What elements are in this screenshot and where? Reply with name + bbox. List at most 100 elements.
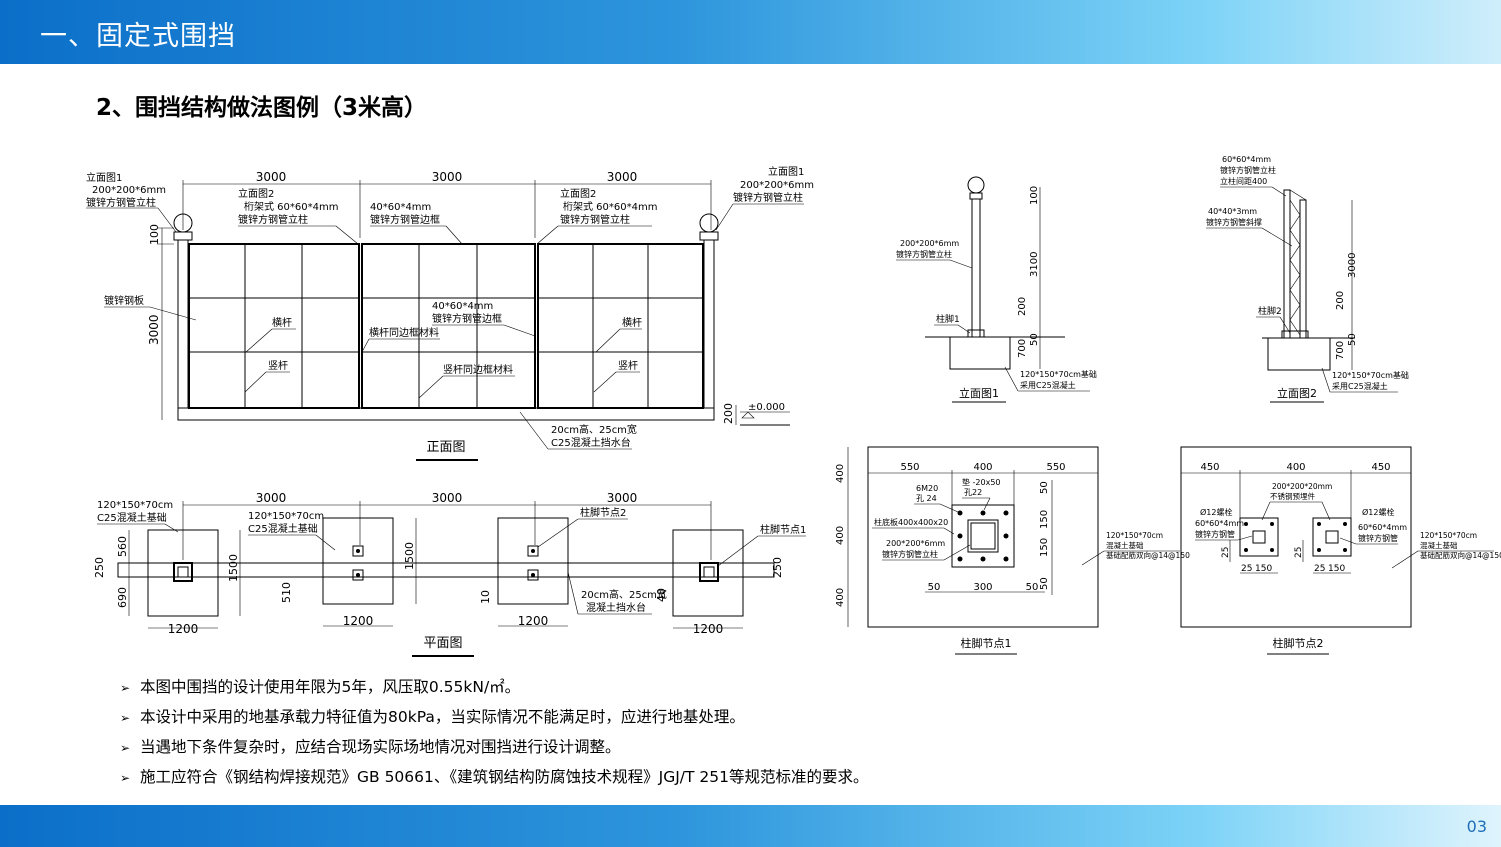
front-truss-r1: 立面图2 [560, 187, 596, 200]
n2-found2: 混凝土基础 [1420, 540, 1458, 550]
plan-dim-2: 3000 [432, 491, 463, 505]
front-hbar-mat: 横杆同边框材料 [369, 326, 439, 339]
plan-node2: 柱脚节点2 [580, 506, 626, 519]
plan-d250-r: 250 [771, 557, 784, 578]
plan-wall2: 混凝土挡水台 [586, 601, 646, 614]
n2-found1: 120*150*70cm [1420, 531, 1477, 540]
e2-d50: 50 [1347, 333, 1358, 346]
front-hbar-r: 横杆 [622, 316, 642, 329]
n2-pipe-r2: 镀锌方钢管 [1358, 533, 1398, 543]
n1-d400-1: 400 [835, 464, 846, 483]
e1-found2: 采用C25混凝土 [1020, 380, 1076, 390]
e1-caption: 立面图1 [959, 386, 999, 400]
front-elevation: 3000 3000 3000 100 3000 200 ±0.00 [86, 165, 814, 461]
front-post-r2: 200*200*6mm [740, 180, 814, 191]
front-post-r3: 镀锌方钢管立柱 [733, 191, 803, 204]
n2-pipe-r1: 60*60*4mm [1358, 523, 1407, 532]
notes-list: ➢本图中围挡的设计使用年限为5年，风压取0.55kN/㎡。 ➢本设计中采用的地基… [120, 672, 1120, 792]
footer-bar: 03 [0, 805, 1501, 847]
front-post-l2: 200*200*6mm [92, 185, 166, 196]
front-elev: ±0.000 [748, 402, 785, 413]
page-number: 03 [1466, 817, 1487, 836]
plan-dim-3: 3000 [607, 491, 638, 505]
front-post-r1: 立面图1 [768, 165, 804, 178]
e2-d3000: 3000 [1347, 253, 1358, 278]
plan-found-m1: 120*150*70cm [248, 511, 324, 522]
header-bar: 一、固定式围挡 [0, 0, 1501, 64]
front-h3000: 3000 [147, 314, 161, 345]
e1-d100: 100 [1029, 186, 1040, 205]
front-post-l3: 镀锌方钢管立柱 [86, 196, 156, 209]
n1-bolt2: 孔 24 [916, 494, 937, 503]
front-mid-frame2: 镀锌方钢管边框 [432, 312, 502, 325]
front-truss-l3: 镀锌方钢管立柱 [238, 213, 308, 226]
e2-d700: 700 [1335, 341, 1346, 360]
n2-caption: 柱脚节点2 [1273, 636, 1324, 650]
front-frame: 40*60*4mm [370, 202, 431, 213]
note-item: ➢本设计中采用的地基承载力特征值为80kPa，当实际情况不能满足时，应进行地基处… [120, 702, 1120, 732]
n2-d25-b1: 25 [1241, 564, 1252, 574]
front-caption: 正面图 [426, 440, 465, 455]
front-vbar-mat: 竖杆同边框材料 [443, 363, 513, 376]
plan-d10: 10 [479, 590, 492, 604]
plan-dim-1: 3000 [256, 491, 287, 505]
n1-rebar: 基础配筋双向@14@150 [1106, 550, 1190, 560]
note-item: ➢当遇地下条件复杂时，应结合现场实际场地情况对围挡进行设计调整。 [120, 732, 1120, 762]
plan-node1: 柱脚节点1 [760, 523, 806, 536]
plan-found-l1: 120*150*70cm [97, 500, 173, 511]
e2-col3: 立柱间距400 [1220, 176, 1267, 186]
n2-d450-r: 450 [1371, 462, 1390, 473]
front-dim-2: 3000 [432, 170, 463, 184]
n2-d150-2: 150 [1328, 564, 1345, 574]
front-vbar-r: 竖杆 [618, 360, 638, 372]
e2-found2: 采用C25混凝土 [1332, 381, 1388, 391]
e2-brace1: 40*40*3mm [1208, 207, 1257, 216]
n1-d300: 300 [973, 582, 992, 593]
plan-d1200-4: 1200 [693, 622, 724, 636]
e1-d200: 200 [1017, 297, 1028, 316]
n1-caption: 柱脚节点1 [961, 636, 1012, 650]
front-hbar-l: 横杆 [272, 316, 292, 329]
note-item: ➢本图中围挡的设计使用年限为5年，风压取0.55kN/㎡。 [120, 672, 1120, 702]
front-base2: C25混凝土挡水台 [551, 436, 631, 449]
n1-d150-1: 150 [1039, 510, 1050, 529]
bullet-arrow-icon: ➢ [120, 711, 131, 725]
n1-found1: 120*150*70cm [1106, 531, 1163, 540]
n1-d400-t: 400 [973, 462, 992, 473]
n2-pipe-l2: 镀锌方钢管 [1195, 529, 1235, 539]
front-truss-l1: 立面图2 [238, 187, 274, 200]
n1-found2: 混凝土基础 [1106, 540, 1144, 550]
plan-d1500-l: 1500 [227, 554, 240, 582]
n2-d25-b2: 25 [1314, 564, 1325, 574]
note-item: ➢施工应符合《钢结构焊接规范》GB 50661、《建筑钢结构防腐蚀技术规程》JG… [120, 762, 1120, 792]
e1-foot: 柱脚1 [936, 313, 960, 325]
e1-post1: 200*200*6mm [900, 239, 959, 248]
front-truss-r2: 桁架式 60*60*4mm [563, 200, 657, 213]
n2-bolt-r: Ø12螺栓 [1362, 507, 1394, 517]
n2-embed2: 不锈钢预埋件 [1270, 491, 1315, 501]
footing-node-2: 450 400 450 25 25 25 150 25 150 200*200*… [1180, 446, 1501, 655]
plan-caption: 平面图 [423, 636, 462, 651]
plan-d1200-3: 1200 [518, 614, 549, 628]
front-frame2: 镀锌方钢管边框 [370, 213, 440, 226]
n1-pad1: 垫 -20x50 [962, 477, 1001, 487]
n2-d400: 400 [1286, 462, 1305, 473]
n1-d400-3: 400 [835, 588, 846, 607]
n1-d50-r: 50 [1026, 582, 1039, 593]
front-base1: 20cm高、25cm宽 [551, 423, 637, 436]
n1-d150-2: 150 [1039, 538, 1050, 557]
n2-embed1: 200*200*20mm [1272, 482, 1332, 491]
n1-baseplate: 柱底板400x400x20 [874, 517, 948, 527]
n1-bolt1: 6M20 [916, 484, 938, 493]
plan-d560: 560 [116, 536, 129, 557]
n1-d50-l: 50 [928, 582, 941, 593]
plan-d510: 510 [280, 582, 293, 603]
front-h200: 200 [722, 403, 735, 424]
e1-found1: 120*150*70cm基础 [1020, 369, 1097, 379]
n2-pipe-l1: 60*60*4mm [1195, 519, 1244, 528]
n1-post2: 镀锌方钢管立柱 [882, 549, 938, 559]
e1-d3100: 3100 [1029, 252, 1040, 277]
n1-d550-r: 550 [1046, 462, 1065, 473]
n2-d450-l: 450 [1200, 462, 1219, 473]
n2-bolt-l: Ø12螺栓 [1200, 507, 1232, 517]
